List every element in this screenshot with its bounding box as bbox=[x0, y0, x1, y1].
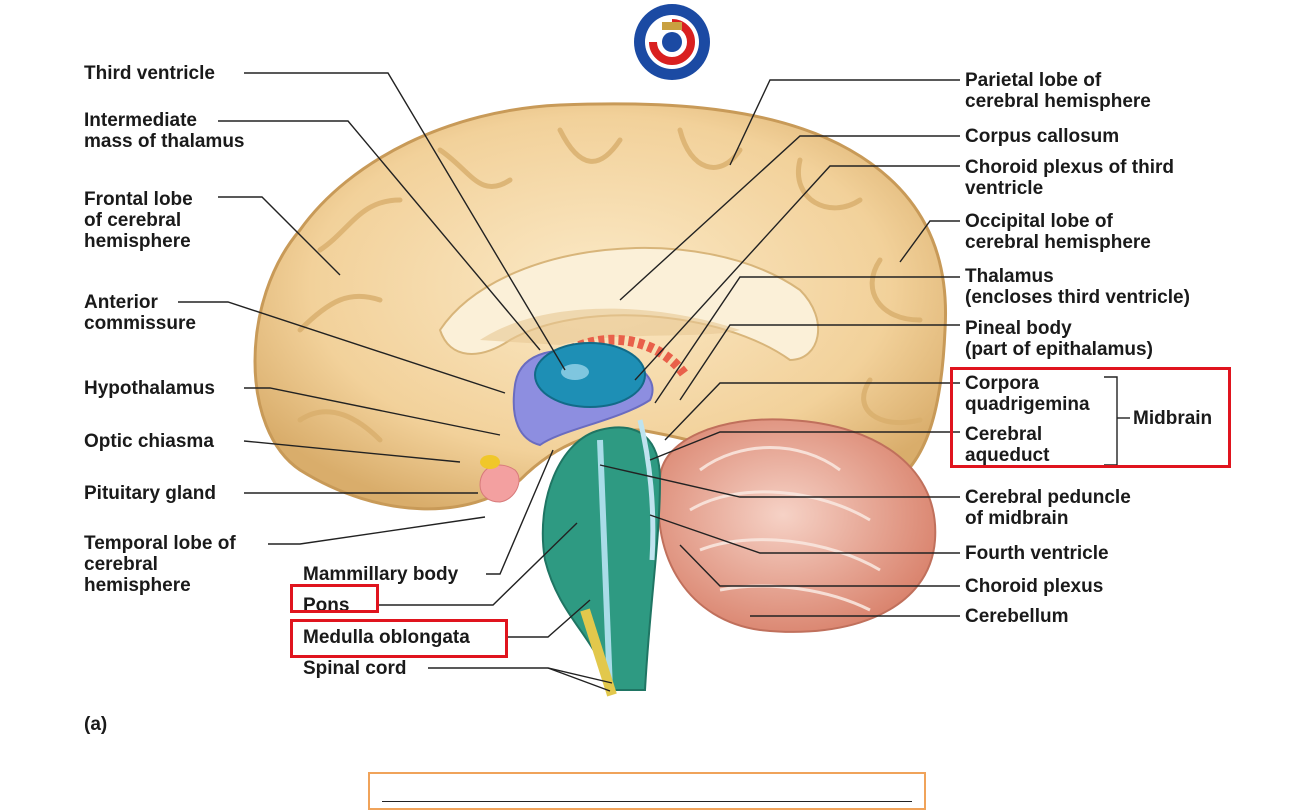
label-third-ventricle: Third ventricle bbox=[84, 63, 215, 84]
cerebellum-shape bbox=[657, 418, 937, 633]
label-frontal-lobe: Frontal lobe of cerebral hemisphere bbox=[84, 189, 193, 252]
label-pineal-body: Pineal body (part of epithalamus) bbox=[965, 318, 1153, 360]
label-choroid-plexus: Choroid plexus bbox=[965, 576, 1104, 597]
label-midbrain: Midbrain bbox=[1133, 408, 1213, 429]
highlight-box-midbrain bbox=[950, 367, 1231, 468]
label-occipital-lobe: Occipital lobe of cerebral hemisphere bbox=[965, 211, 1151, 253]
label-medulla-oblongata: Medulla oblongata bbox=[303, 627, 470, 648]
brainstem-shape bbox=[541, 426, 662, 691]
label-temporal-lobe: Temporal lobe of cerebral hemisphere bbox=[84, 533, 236, 596]
pituitary-shape bbox=[479, 464, 520, 503]
label-corpus-callosum: Corpus callosum bbox=[965, 126, 1120, 147]
label-fourth-ventricle: Fourth ventricle bbox=[965, 543, 1109, 564]
label-pituitary-gland: Pituitary gland bbox=[84, 483, 216, 504]
highlight-box-pons bbox=[290, 584, 379, 613]
label-optic-chiasma: Optic chiasma bbox=[84, 431, 214, 452]
answer-line bbox=[382, 801, 912, 802]
figure-label: (a) bbox=[84, 714, 108, 735]
label-parietal-lobe: Parietal lobe of cerebral hemisphere bbox=[965, 70, 1151, 112]
label-corpora-quadrigemina: Corpora quadrigemina bbox=[965, 373, 1090, 415]
label-intermediate-mass: Intermediate mass of thalamus bbox=[84, 110, 245, 152]
label-spinal-cord: Spinal cord bbox=[303, 658, 407, 679]
optic-chiasma-shape bbox=[480, 455, 500, 469]
answer-box bbox=[368, 772, 926, 810]
label-thalamus: Thalamus (encloses third ventricle) bbox=[965, 266, 1190, 308]
label-cerebellum: Cerebellum bbox=[965, 606, 1069, 627]
college-seal-icon bbox=[634, 4, 710, 80]
label-hypothalamus: Hypothalamus bbox=[84, 378, 215, 399]
label-anterior-commissure: Anterior commissure bbox=[84, 292, 196, 334]
label-cerebral-peduncle: Cerebral peduncle of midbrain bbox=[965, 487, 1131, 529]
label-choroid-plexus-third: Choroid plexus of third ventricle bbox=[965, 157, 1174, 199]
thalamus-shape bbox=[534, 342, 646, 408]
label-mammillary-body: Mammillary body bbox=[303, 564, 459, 585]
highlight-box-medulla bbox=[290, 619, 508, 658]
college-logo bbox=[617, 2, 727, 82]
label-cerebral-aqueduct: Cerebral aqueduct bbox=[965, 424, 1050, 466]
